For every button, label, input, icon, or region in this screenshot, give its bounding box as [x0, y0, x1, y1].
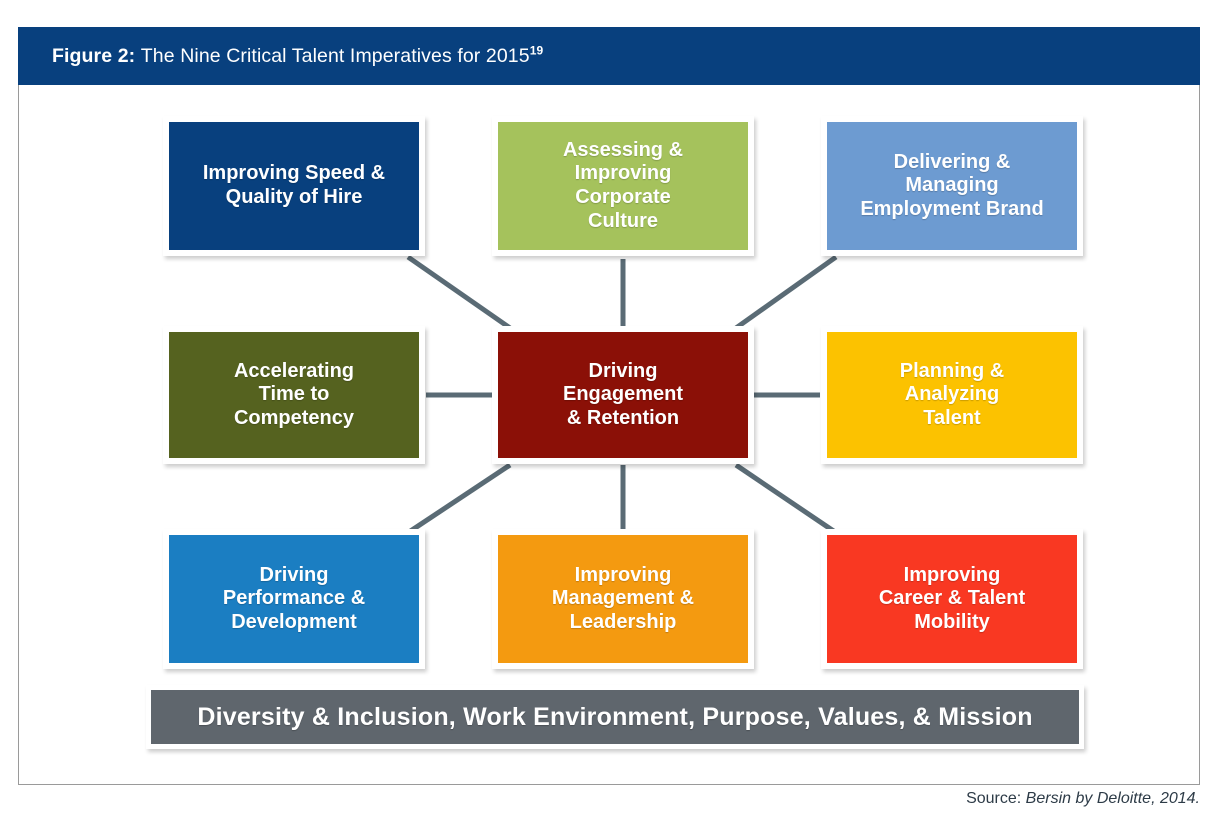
- connector-top-right: [734, 254, 838, 331]
- node-line: Time to: [258, 383, 330, 406]
- node-line: Driving: [588, 359, 658, 382]
- node-line: Driving: [259, 563, 329, 586]
- node-line: Competency: [233, 406, 355, 429]
- node-line: Talent: [923, 406, 981, 429]
- node-assessing-improving-corporate-culture[interactable]: Assessing & Improving Corporate Culture: [492, 116, 754, 256]
- node-accelerating-time-to-competency[interactable]: Accelerating Time to Competency: [163, 326, 425, 464]
- foundation-band[interactable]: Diversity & Inclusion, Work Environment,…: [146, 685, 1084, 749]
- node-line: Planning &: [899, 359, 1005, 382]
- node-line: Management &: [551, 587, 695, 610]
- connector-top-left: [406, 254, 512, 331]
- foundation-band-label: Diversity & Inclusion, Work Environment,…: [151, 690, 1079, 744]
- connector-bottom-left: [404, 462, 512, 537]
- node-delivering-managing-employment-brand[interactable]: Delivering & Managing Employment Brand: [821, 116, 1083, 256]
- connector-bottom-right: [734, 462, 840, 537]
- node-line: & Retention: [566, 406, 680, 429]
- node-body: Improving Management & Leadership: [498, 535, 748, 663]
- node-line: Accelerating: [233, 359, 355, 382]
- node-line: Delivering &: [893, 150, 1011, 173]
- node-body: Assessing & Improving Corporate Culture: [498, 122, 748, 250]
- node-line: Assessing &: [562, 138, 684, 161]
- node-line: Performance &: [222, 587, 366, 610]
- source-label: Source:: [966, 790, 1022, 807]
- figure-footnote-marker: 19: [529, 43, 544, 57]
- node-line: Leadership: [569, 610, 677, 633]
- figure-label: Figure 2:: [52, 44, 136, 67]
- node-line: Improving Speed &: [202, 162, 386, 185]
- node-line: Improving: [574, 162, 672, 185]
- node-line: Corporate: [575, 186, 671, 208]
- node-line: Employment Brand: [860, 197, 1044, 220]
- node-planning-analyzing-talent[interactable]: Planning & Analyzing Talent: [821, 326, 1083, 464]
- node-body: Improving Career & Talent Mobility: [827, 535, 1077, 663]
- node-improving-management-leadership[interactable]: Improving Management & Leadership: [492, 529, 754, 669]
- node-line: Managing: [905, 174, 999, 197]
- source-attribution: Source: Bersin by Deloitte, 2014.: [966, 790, 1200, 808]
- node-line: Quality of Hire: [225, 186, 363, 208]
- node-line: Development: [231, 610, 357, 633]
- node-line: Career & Talent: [878, 587, 1026, 610]
- node-improving-speed-quality-of-hire[interactable]: Improving Speed & Quality of Hire: [163, 116, 425, 256]
- node-line: Culture: [588, 209, 658, 232]
- node-body: Driving Performance & Development: [169, 535, 419, 663]
- source-value: Bersin by Deloitte, 2014.: [1025, 790, 1200, 807]
- node-line: Mobility: [914, 610, 990, 633]
- node-body: Delivering & Managing Employment Brand: [827, 122, 1077, 250]
- node-line: Analyzing: [904, 383, 1000, 406]
- node-driving-engagement-retention[interactable]: Driving Engagement & Retention: [492, 326, 754, 464]
- node-body: Driving Engagement & Retention: [498, 332, 748, 458]
- node-body: Improving Speed & Quality of Hire: [169, 122, 419, 250]
- node-line: Engagement: [562, 383, 684, 406]
- diagram-canvas: Improving Speed & Quality of Hire Assess…: [18, 85, 1200, 785]
- node-body: Accelerating Time to Competency: [169, 332, 419, 458]
- figure-title: Figure 2: The Nine Critical Talent Imper…: [18, 43, 544, 68]
- figure-title-bar: Figure 2: The Nine Critical Talent Imper…: [18, 27, 1200, 85]
- figure-title-text: The Nine Critical Talent Imperatives for…: [140, 44, 530, 67]
- node-line: Improving: [903, 563, 1001, 586]
- node-improving-career-talent-mobility[interactable]: Improving Career & Talent Mobility: [821, 529, 1083, 669]
- node-body: Planning & Analyzing Talent: [827, 332, 1077, 458]
- node-driving-performance-development[interactable]: Driving Performance & Development: [163, 529, 425, 669]
- node-line: Improving: [574, 563, 672, 586]
